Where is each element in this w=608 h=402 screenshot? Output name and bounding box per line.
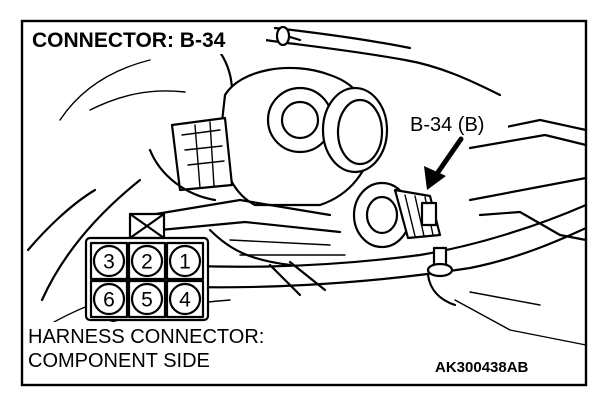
pointer-arrow-icon bbox=[424, 136, 464, 190]
caption-line-2: COMPONENT SIDE bbox=[28, 350, 210, 372]
pin-number: 6 bbox=[103, 289, 115, 312]
pin-number: 4 bbox=[179, 289, 191, 312]
connector-callout: B-34 (B) bbox=[410, 114, 484, 136]
harness-connector-face: 3 2 1 6 5 4 bbox=[84, 212, 210, 322]
pin-number: 2 bbox=[141, 251, 153, 274]
pin-number: 1 bbox=[179, 251, 191, 274]
connector-lock-icon bbox=[128, 212, 166, 240]
diagram-title: CONNECTOR: B-34 bbox=[32, 29, 226, 52]
caption-line-1: HARNESS CONNECTOR: bbox=[28, 326, 264, 348]
pin-number: 5 bbox=[141, 289, 153, 312]
engine-illustration bbox=[26, 25, 588, 346]
reference-code: AK300438AB bbox=[435, 359, 529, 376]
pin-number: 3 bbox=[103, 251, 115, 274]
